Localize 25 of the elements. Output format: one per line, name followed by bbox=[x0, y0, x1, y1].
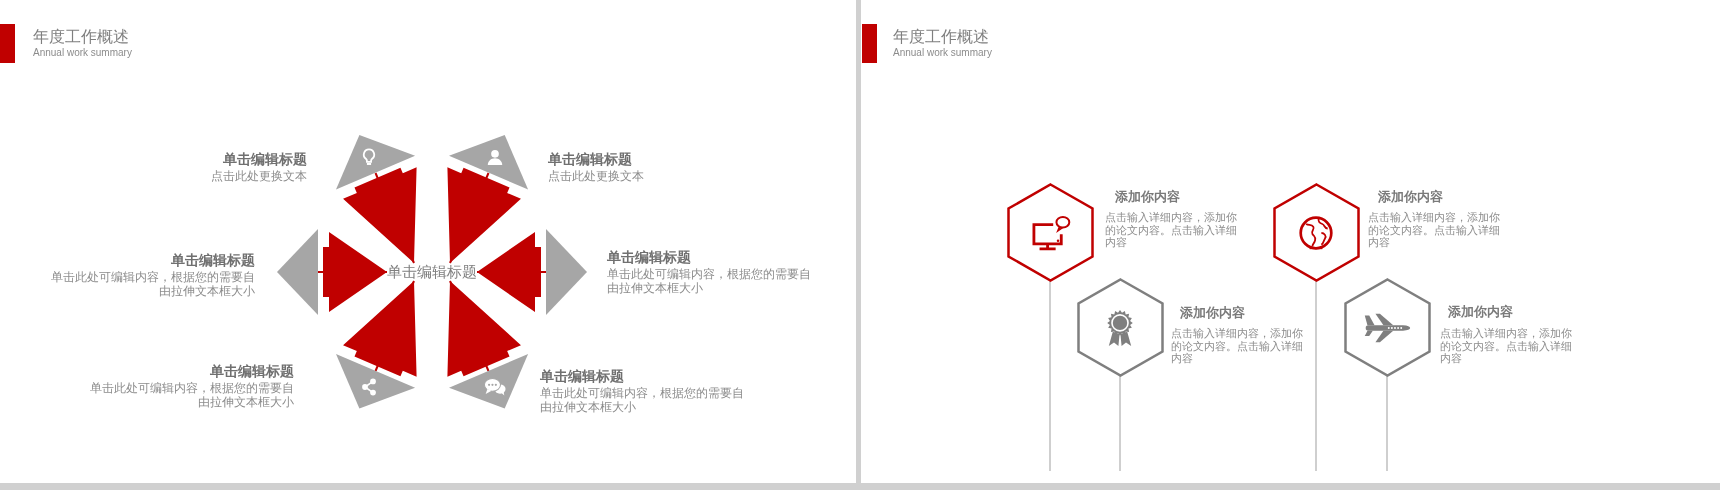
slide-subtitle: Annual work summary bbox=[893, 47, 992, 59]
segment-description: 单击此处可编辑内容，根据您的需要自由拉伸文本框大小 bbox=[89, 381, 294, 409]
segment-title: 单击编辑标题 bbox=[607, 249, 691, 266]
content-title: 添加你内容 bbox=[1378, 189, 1443, 205]
segment-title: 单击编辑标题 bbox=[171, 252, 255, 269]
content-description: 点击输入详细内容，添加你的论文内容。点击输入详细内容 bbox=[1105, 211, 1238, 249]
segment-description: 单击此处可编辑内容，根据您的需要自由拉伸文本框大小 bbox=[50, 270, 255, 298]
segment-description: 单击此处可编辑内容，根据您的需要自由拉伸文本框大小 bbox=[540, 386, 745, 414]
content-description: 点击输入详细内容，添加你的论文内容。点击输入详细内容 bbox=[1440, 327, 1573, 365]
segment-description: 单击此处可编辑内容，根据您的需要自由拉伸文本框大小 bbox=[607, 267, 812, 295]
content-description: 点击输入详细内容，添加你的论文内容。点击输入详细内容 bbox=[1368, 211, 1501, 249]
segment-title: 单击编辑标题 bbox=[540, 368, 624, 385]
slide-title: 年度工作概述 bbox=[33, 27, 129, 47]
slide-title: 年度工作概述 bbox=[893, 27, 989, 47]
slide-subtitle: Annual work summary bbox=[33, 47, 132, 59]
content-title: 添加你内容 bbox=[1115, 189, 1180, 205]
segment-title: 单击编辑标题 bbox=[223, 151, 307, 168]
content-description: 点击输入详细内容，添加你的论文内容。点击输入详细内容 bbox=[1171, 327, 1304, 365]
segment-description: 点击此处更换文本 bbox=[548, 169, 644, 183]
center-title: 单击编辑标题 bbox=[387, 263, 477, 281]
segment-title: 单击编辑标题 bbox=[548, 151, 632, 168]
content-title: 添加你内容 bbox=[1180, 305, 1245, 321]
segment-title: 单击编辑标题 bbox=[210, 363, 294, 380]
content-title: 添加你内容 bbox=[1448, 304, 1513, 320]
segment-description: 点击此处更换文本 bbox=[211, 169, 307, 183]
